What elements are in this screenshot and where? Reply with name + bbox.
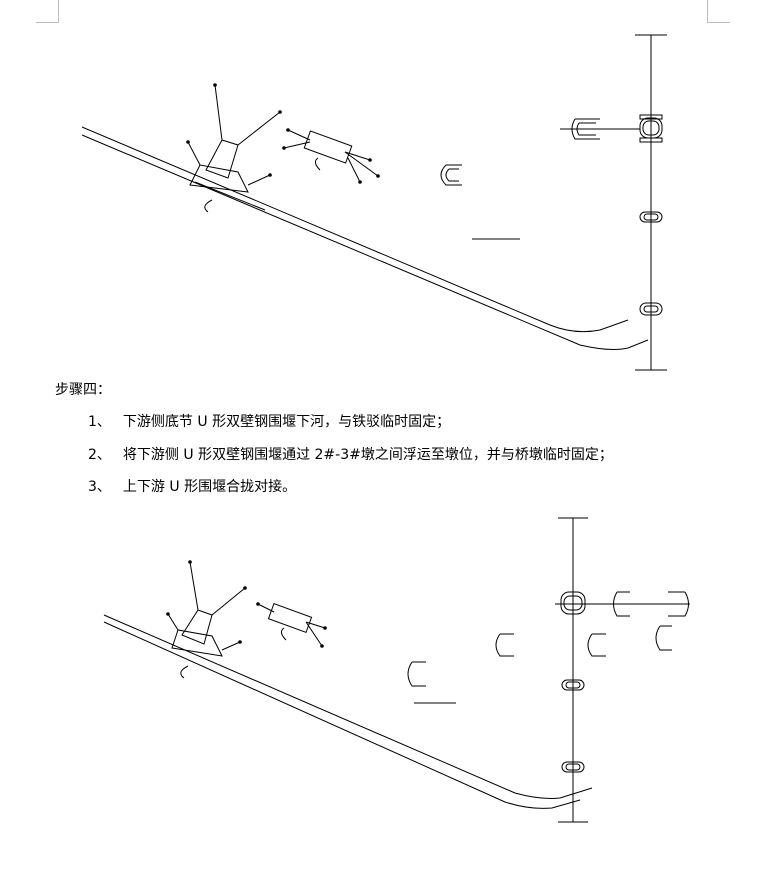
floating-u-cofferdam [440, 164, 462, 186]
river-bank-line-upper [81, 126, 629, 333]
step-text: 上下游 U 形围堰合拢对接。 [122, 479, 297, 495]
river-bank-line-lower [81, 134, 649, 350]
step-item-3: 3、上下游 U 形围堰合拢对接。 [88, 478, 296, 496]
pier-cofferdam-1 [639, 114, 663, 143]
pier-2 [639, 211, 663, 223]
diagram-bottom [103, 517, 690, 823]
barge-with-anchors [283, 129, 379, 183]
pier-2 [561, 679, 585, 691]
pier-cofferdam-joined [560, 591, 586, 615]
barge-with-anchors [257, 603, 326, 647]
pier-3 [639, 302, 663, 316]
step-number: 3、 [88, 479, 111, 495]
bank-anchor-frame [167, 561, 246, 657]
step-text: 将下游侧 U 形双壁钢围堰通过 2#-3#墩之间浮运至墩位，并与桥墩临时固定； [122, 447, 613, 463]
u-symbol-bank [204, 199, 213, 213]
pier-3 [561, 761, 585, 773]
floating-u-cofferdam [407, 625, 672, 687]
step-number: 2、 [88, 447, 111, 463]
page-corner-mark-right [707, 0, 730, 23]
step-item-2: 2、将下游侧 U 形双壁钢围堰通过 2#-3#墩之间浮运至墩位，并与桥墩临时固定… [88, 446, 613, 464]
u-cofferdam-side [613, 591, 689, 617]
u-symbol-bank [180, 665, 189, 679]
step-item-1: 1、下游侧底节 U 形双壁钢围堰下河，与铁驳临时固定； [88, 413, 450, 431]
bank-anchor-frame [187, 84, 281, 211]
river-bank-line-lower [103, 621, 581, 809]
step-number: 1、 [88, 414, 111, 430]
step-title: 步骤四： [55, 382, 111, 398]
u-cofferdam-side [560, 118, 640, 140]
river-bank-line-upper [103, 614, 593, 799]
step-text: 下游侧底节 U 形双壁钢围堰下河，与铁驳临时固定； [122, 414, 451, 430]
diagram-top [81, 34, 667, 371]
page-corner-mark-left [36, 0, 59, 23]
